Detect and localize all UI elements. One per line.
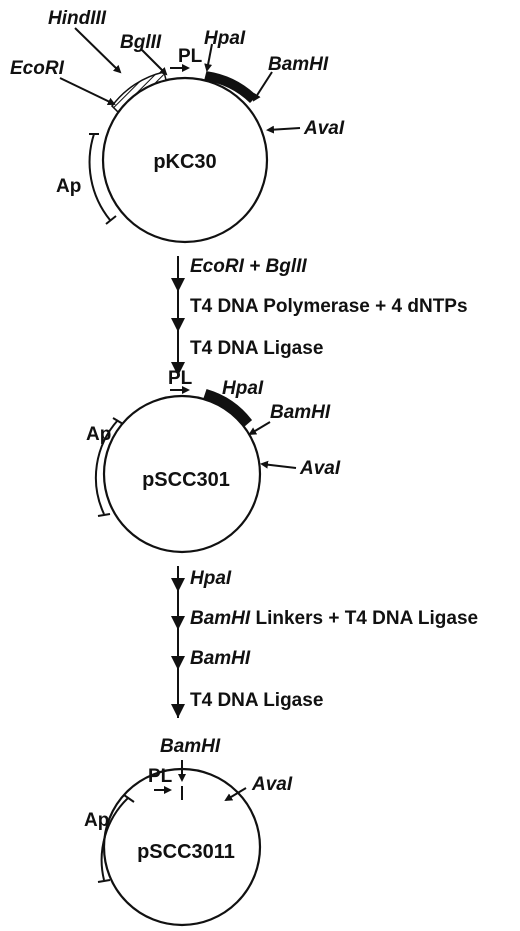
step-4-label: HpaI xyxy=(190,568,232,589)
ap-bracket xyxy=(88,133,111,221)
plasmid-name: pSCC3011 xyxy=(137,841,235,863)
ecori-pointer xyxy=(59,77,116,106)
ap-bracket-tick xyxy=(123,794,135,803)
ap-bracket-tick xyxy=(97,879,111,883)
plasmid-pscc301: PL HpaI BamHI AvaI Ap pSCC301 xyxy=(86,368,341,554)
site-ap: Ap xyxy=(84,810,109,831)
avai-pointer xyxy=(224,787,247,802)
arrowhead xyxy=(171,704,185,718)
ap-bracket xyxy=(94,419,119,515)
arrowhead xyxy=(171,362,185,376)
steps-group-2: HpaI BamHI Linkers + T4 DNA Ligase BamHI… xyxy=(171,566,478,718)
plasmid-pkc30: HindIII EcoRI BglII PL HpaI BamHI AvaI A… xyxy=(10,8,345,244)
step-5-label: BamHI Linkers + T4 DNA Ligase xyxy=(190,608,478,629)
hpai-pointer xyxy=(210,392,223,401)
avai-pointer xyxy=(260,460,297,469)
step-7-label: T4 DNA Ligase xyxy=(190,690,323,711)
site-avai: AvaI xyxy=(299,458,341,479)
plasmid-pscc3011: BamHI PL AvaI Ap pSCC3011 xyxy=(84,736,293,927)
step-6-label: BamHI xyxy=(190,648,251,669)
site-bamhi: BamHI xyxy=(160,736,221,757)
black-segment xyxy=(204,71,258,104)
plasmid-name: pKC30 xyxy=(153,151,216,173)
site-ap: Ap xyxy=(86,424,111,445)
site-pl: PL xyxy=(168,368,193,389)
avai-pointer xyxy=(266,125,301,134)
arrowhead xyxy=(171,578,185,592)
arrowhead xyxy=(171,656,185,670)
arrowhead xyxy=(171,278,185,292)
ap-bracket-tick xyxy=(105,215,117,225)
site-ap: Ap xyxy=(56,176,81,197)
site-bamhi: BamHI xyxy=(270,402,331,423)
bamhi-pointer xyxy=(248,421,271,436)
steps-group-1: EcoRI + BglII T4 DNA Polymerase + 4 dNTP… xyxy=(171,256,468,376)
ap-bracket-tick xyxy=(97,513,111,517)
hindiii-pointer xyxy=(74,27,122,74)
step-2-label: T4 DNA Polymerase + 4 dNTPs xyxy=(190,296,468,317)
site-bglii: BglII xyxy=(120,32,162,53)
step-1-label: EcoRI + BglII xyxy=(190,256,307,277)
site-hpai: HpaI xyxy=(222,378,264,399)
plasmid-ring xyxy=(101,76,269,244)
site-pl: PL xyxy=(178,46,203,67)
plasmid-name: pSCC301 xyxy=(142,469,230,491)
site-ecori: EcoRI xyxy=(10,58,65,79)
site-pl: PL xyxy=(148,766,173,787)
bamhi-pointer xyxy=(252,71,273,102)
ap-bracket-tick xyxy=(112,417,124,425)
bglii-pointer xyxy=(141,49,168,76)
site-avai: AvaI xyxy=(251,774,293,795)
step-3-label: T4 DNA Ligase xyxy=(190,338,323,359)
plasmid-ring xyxy=(102,394,262,554)
site-avai: AvaI xyxy=(303,118,345,139)
site-hindiii: HindIII xyxy=(48,8,107,29)
hpai-pointer xyxy=(204,43,213,72)
arrowhead xyxy=(171,318,185,332)
site-hpai: HpaI xyxy=(204,28,246,49)
arrowhead xyxy=(171,616,185,630)
ap-bracket xyxy=(100,797,129,881)
site-bamhi: BamHI xyxy=(268,54,329,75)
hatched-segment xyxy=(111,71,167,114)
